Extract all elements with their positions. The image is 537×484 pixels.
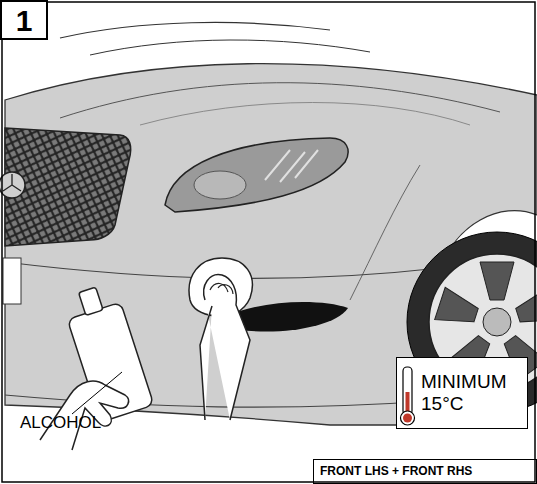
step-number-box: 1 — [0, 0, 48, 40]
bottle-cap — [79, 287, 104, 315]
headlight-lens — [194, 171, 246, 199]
thermometer-bulb-fill — [403, 414, 412, 423]
logo-star — [3, 174, 21, 191]
windshield-line — [60, 22, 330, 38]
fingers — [210, 283, 233, 294]
headlight-reflection — [265, 150, 318, 182]
bottom-bar-fill — [313, 459, 535, 482]
leader-line — [72, 372, 122, 414]
spoke — [513, 287, 537, 331]
headlight — [165, 138, 348, 212]
hub — [483, 308, 511, 336]
right-hand — [200, 275, 250, 420]
position-bar: FRONT LHS + FRONT RHS — [313, 459, 537, 484]
thermometer-bulb — [401, 411, 415, 425]
part-label: ALCOHOL — [20, 413, 101, 433]
logo — [0, 172, 25, 198]
temperature-box-fill — [396, 357, 528, 429]
license-plate — [3, 258, 21, 304]
thermometer-tube — [403, 367, 412, 415]
hood-crease — [60, 83, 500, 118]
spoke — [435, 287, 482, 331]
step-number-box-text: 1 — [2, 4, 46, 37]
fender-line — [350, 165, 420, 300]
spoke — [480, 262, 514, 300]
hood-crease — [140, 103, 470, 126]
hood-edge-line — [90, 40, 370, 55]
temperature-box: MINIMUM 15°C — [396, 357, 528, 429]
position-bar-text: FRONT LHS + FRONT RHS — [320, 465, 536, 478]
temperature-box-text: MINIMUM 15°C — [421, 371, 523, 415]
